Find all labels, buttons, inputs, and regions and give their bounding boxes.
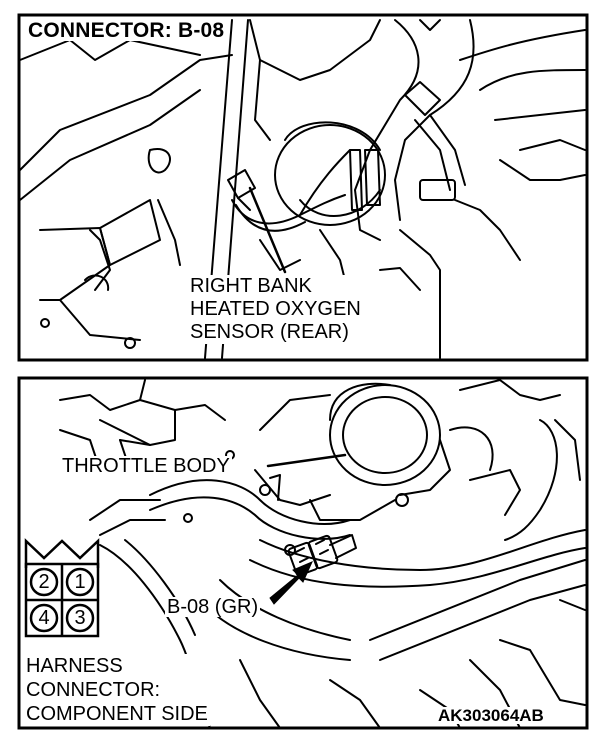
connector-callout-label: B-08 (GR) xyxy=(165,596,261,618)
harness-caption: HARNESS CONNECTOR: COMPONENT SIDE xyxy=(24,654,210,726)
connector-title: CONNECTOR: B-08 xyxy=(26,19,227,42)
pin-number: 3 xyxy=(74,607,86,629)
harness-caption-line: CONNECTOR: xyxy=(26,679,161,701)
throttle-body-label: THROTTLE BODY xyxy=(60,455,232,477)
harness-caption-line: COMPONENT SIDE xyxy=(26,703,208,725)
harness-connector-symbol xyxy=(24,538,100,638)
harness-caption-line: HARNESS xyxy=(26,655,123,677)
lower-panel-frame xyxy=(17,376,589,730)
sensor-label-line: SENSOR (REAR) xyxy=(190,321,349,343)
upper-engine-sketch xyxy=(19,19,586,359)
sensor-label-line: HEATED OXYGEN xyxy=(190,298,361,320)
pin-number: 1 xyxy=(74,571,86,593)
sensor-label: RIGHT BANK HEATED OXYGEN SENSOR (REAR) xyxy=(188,275,363,344)
connector-pointer-arrow xyxy=(269,561,313,605)
sensor-label-line: RIGHT BANK xyxy=(190,275,312,297)
figure-code: AK303064AB xyxy=(436,706,546,725)
pin-number: 4 xyxy=(38,607,50,629)
pin-number: 2 xyxy=(38,571,50,593)
upper-panel-frame xyxy=(17,13,589,362)
